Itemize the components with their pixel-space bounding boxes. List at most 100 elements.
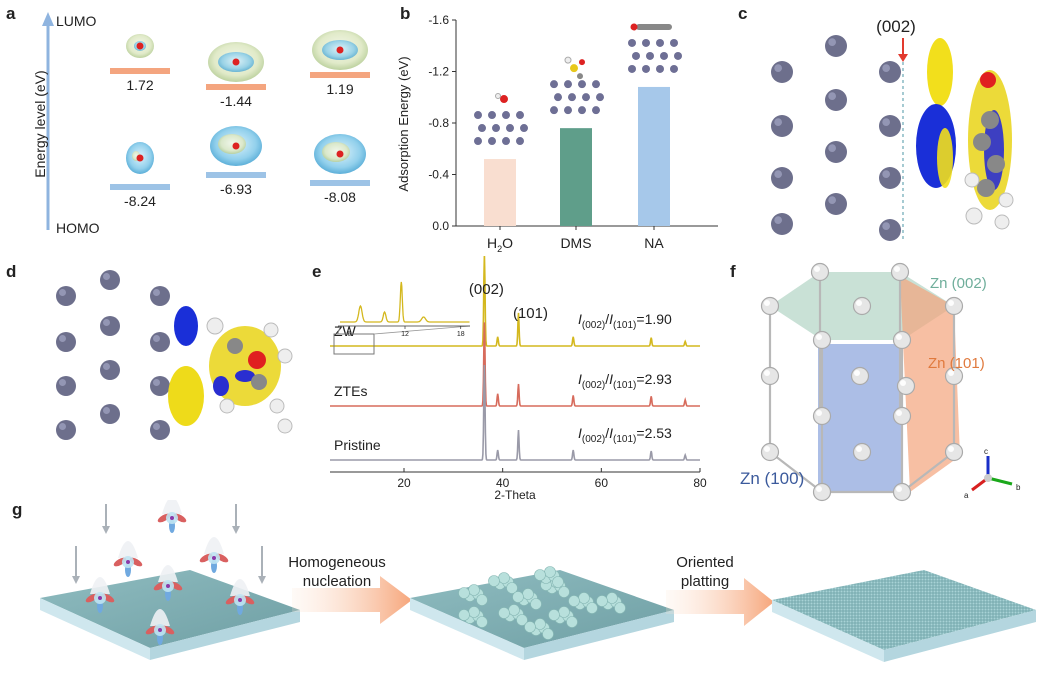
c-zn-atom-1-0	[825, 35, 847, 57]
b-ytick-label-0: 0.0	[432, 219, 449, 233]
d-zn-atom-2-2	[150, 376, 170, 396]
f-atom-0	[760, 296, 780, 316]
b-bar-1	[560, 128, 592, 226]
f-atom-10	[944, 442, 964, 462]
lumo-level-bar-2	[310, 72, 370, 78]
panel-label-d: d	[6, 262, 17, 281]
crystal-cell-diagram: Zn (002) Zn (101) Zn (100) c a b	[740, 262, 1021, 502]
d-zn-atom-1-3	[100, 404, 120, 424]
homo-value-2: -8.08	[324, 189, 356, 205]
d-zn-atom-0-1	[56, 332, 76, 352]
panel-label-a: a	[6, 4, 16, 23]
zn002-label: Zn (002)	[930, 275, 987, 292]
e-inset-tick-label-2: 18	[457, 331, 465, 338]
panel-label-c: c	[738, 4, 748, 23]
f-atom-8	[812, 482, 832, 502]
f-atom-1	[810, 262, 830, 282]
c-zn-atom-0-3	[771, 213, 793, 235]
b-y-axis-title: Adsorption Energy (eV)	[396, 56, 411, 191]
zn101-label: Zn (101)	[928, 355, 985, 372]
b-bar-0	[484, 159, 516, 226]
panel-label-f: f	[730, 262, 736, 281]
b-category-label-2: NA	[644, 235, 664, 251]
b-bar-2	[638, 86, 670, 226]
f-atom-17	[896, 376, 916, 396]
e-series-line-0	[330, 256, 700, 347]
f-atom-3	[944, 296, 964, 316]
panel-label-g: g	[12, 500, 23, 519]
lumo-level-bar-1	[206, 84, 266, 90]
b-category-label-0: H2O	[487, 235, 513, 254]
d-zn-atom-1-2	[100, 360, 120, 380]
c-zn-atom-2-0	[879, 61, 901, 83]
step2-label: Oriented platting	[660, 553, 750, 591]
e-xtick-label-2: 60	[595, 476, 609, 490]
f-atom-13	[760, 366, 780, 386]
e-series-name-1: ZTEs	[334, 383, 367, 399]
homo-value-1: -6.93	[220, 181, 252, 197]
b-ytick-label-3: -1.2	[428, 65, 449, 79]
lumo-axis-label: LUMO	[56, 13, 97, 29]
e-ratio-label-0: I(002)/I(101)=1.90	[578, 311, 672, 331]
d-zn-atom-2-3	[150, 420, 170, 440]
lumo-level-bar-0	[110, 68, 170, 74]
e-x-axis-title: 2-Theta	[494, 488, 536, 502]
f-atom-6	[852, 296, 872, 316]
plane-label-002: (002)	[876, 17, 916, 36]
e-xtick-label-1: 40	[496, 476, 510, 490]
e-inset-tick-label-1: 12	[401, 331, 409, 338]
e-series-line-2	[330, 364, 700, 461]
c-zn-atom-2-1	[879, 115, 901, 137]
panel-label-e: e	[312, 262, 322, 281]
e-peak-label-002: (002)	[469, 281, 504, 298]
homo-level-bar-2	[310, 180, 370, 186]
f-atom-9	[892, 482, 912, 502]
deposition-process-schematic	[40, 500, 1036, 662]
homo-axis-label: HOMO	[56, 220, 100, 236]
energy-axis-arrowhead	[42, 12, 54, 26]
c-zn-atom-1-3	[825, 193, 847, 215]
c-zn-atom-1-1	[825, 89, 847, 111]
f-atom-4	[892, 330, 912, 350]
d-zn-atom-1-1	[100, 316, 120, 336]
charge-density-d	[56, 270, 293, 440]
homo-level-bar-1	[206, 172, 266, 178]
e-xtick-label-0: 20	[397, 476, 411, 490]
e-ratio-label-1: I(002)/I(101)=2.93	[578, 371, 672, 391]
d-zn-atom-0-2	[56, 376, 76, 396]
f-atom-11	[812, 406, 832, 426]
axis-a-label: a	[964, 491, 969, 500]
zn100-label: Zn (100)	[740, 469, 804, 488]
d-zn-atom-0-0	[56, 286, 76, 306]
homo-level-bar-0	[110, 184, 170, 190]
c-zn-atom-0-2	[771, 167, 793, 189]
c-zn-atom-2-3	[879, 219, 901, 241]
e-ratio-label-2: I(002)/I(101)=2.53	[578, 425, 672, 445]
lumo-value-2: 1.19	[326, 81, 353, 97]
d-zn-atom-0-3	[56, 420, 76, 440]
axis-c-label: c	[984, 447, 988, 456]
e-inset-marker-box	[333, 333, 375, 355]
panel-label-b: b	[400, 4, 411, 23]
e-inset-tick-label-0: 6	[347, 331, 351, 338]
c-zn-atom-0-0	[771, 61, 793, 83]
energy-axis-title: Energy level (eV)	[32, 70, 48, 177]
f-atom-5	[812, 330, 832, 350]
d-zn-atom-1-0	[100, 270, 120, 290]
step1-text: Homogeneous nucleation	[288, 554, 386, 590]
e-series-name-2: Pristine	[334, 437, 381, 453]
d-zn-atom-2-1	[150, 332, 170, 352]
e-inset-line	[340, 281, 470, 323]
axis-b-label: b	[1016, 483, 1021, 492]
e-peak-label-101: (101)	[513, 305, 548, 322]
step1-label: Homogeneous nucleation	[282, 553, 392, 591]
axis-triad-icon: c a b	[964, 447, 1021, 500]
c-zn-atom-2-2	[879, 167, 901, 189]
f-atom-12	[892, 406, 912, 426]
f-atom-2	[890, 262, 910, 282]
charge-density-c: (002)	[771, 17, 1014, 241]
lumo-value-1: -1.44	[220, 93, 252, 109]
e-series-name-0: ZW	[334, 323, 357, 339]
